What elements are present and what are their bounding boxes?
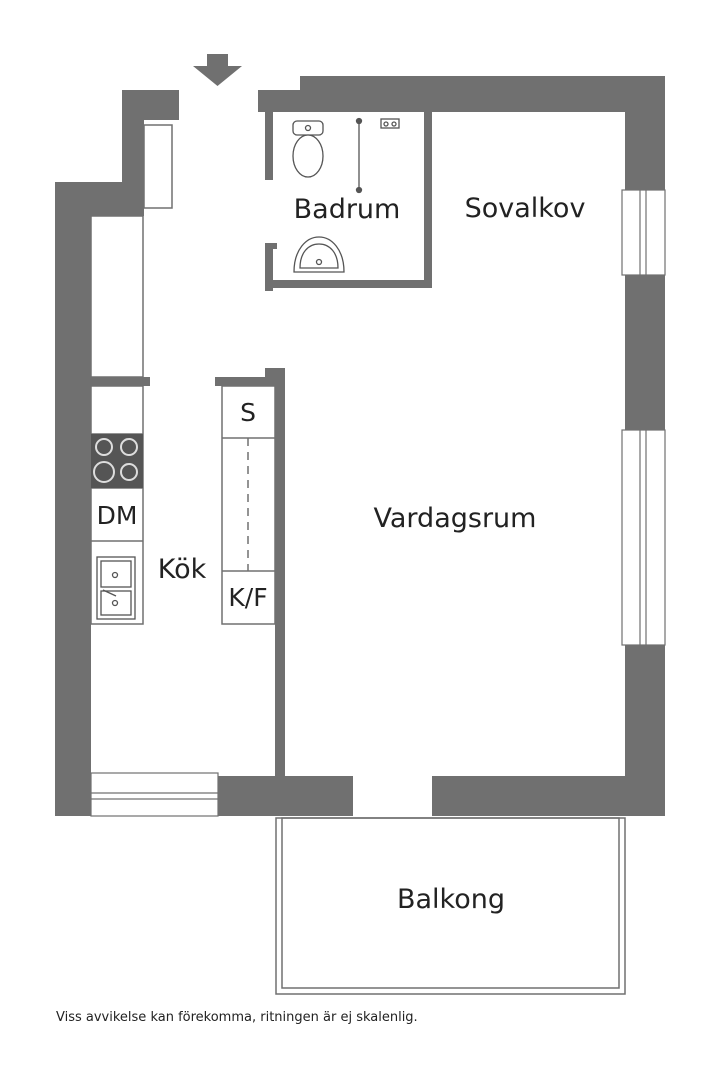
- shower-icon: [355, 117, 400, 194]
- washbasin-icon: [293, 236, 345, 273]
- fixture-label-dishwasher: DM: [97, 501, 138, 530]
- entrance-arrow-icon: [193, 54, 242, 86]
- room-label-badrum: Badrum: [294, 194, 401, 225]
- room-label-sovalkov: Sovalkov: [465, 193, 586, 224]
- fixture-label-storage: S: [240, 398, 256, 427]
- wardrobe: [143, 124, 173, 209]
- windows: [90, 189, 666, 817]
- kitchen-sink-icon: [96, 556, 136, 620]
- cooktop-icon: [91, 434, 143, 488]
- toilet-icon: [292, 120, 324, 178]
- room-label-vardagsrum: Vardagsrum: [374, 503, 537, 534]
- disclaimer-text: Viss avvikelse kan förekomma, ritningen …: [56, 1010, 418, 1025]
- fixture-label-fridge-freezer: K/F: [228, 583, 267, 612]
- balcony: [275, 817, 626, 995]
- walls: [55, 76, 665, 816]
- room-label-balkong: Balkong: [397, 884, 505, 915]
- window-sovalkov: [621, 189, 666, 276]
- window-kok: [90, 772, 219, 817]
- window-vardagsrum: [621, 429, 666, 646]
- tall-cabinets: [221, 385, 276, 625]
- room-label-kok: Kök: [158, 554, 207, 585]
